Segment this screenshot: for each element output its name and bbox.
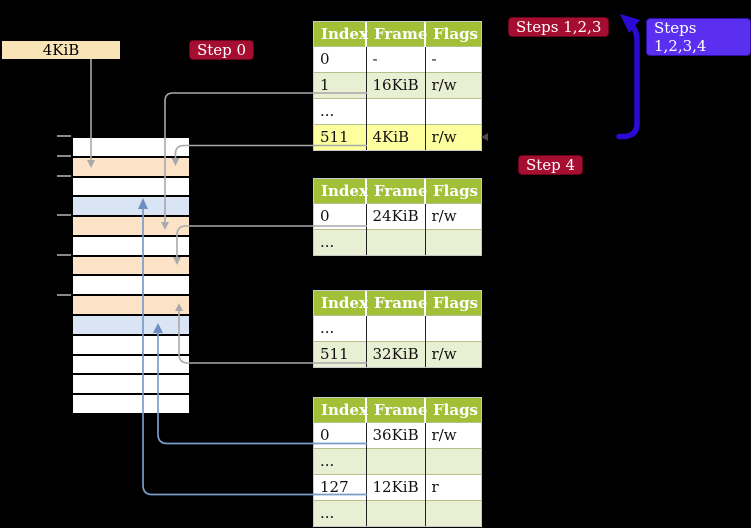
column-header-flags: Flags	[425, 398, 481, 422]
column-header-frame: Frame	[366, 398, 427, 422]
table-cell: ...	[314, 447, 367, 474]
table-cell: 4KiB	[366, 123, 426, 150]
column-header-index: Index	[314, 291, 368, 315]
column-header-index: Index	[314, 179, 368, 203]
table-cell: r/w	[425, 71, 481, 98]
table-cell: 511	[314, 123, 367, 150]
table-cell: 36KiB	[366, 421, 426, 448]
table-cell	[366, 499, 426, 526]
table-cell: 127	[314, 473, 367, 500]
table-cell: r/w	[425, 421, 481, 448]
memory-tick	[57, 135, 71, 137]
column-header-index: Index	[314, 22, 368, 46]
table-cell: -	[366, 45, 426, 72]
column-header-frame: Frame	[366, 179, 427, 203]
table-cell: r/w	[425, 340, 481, 367]
steps-1-2-3-4-label: Steps 1,2,3,4	[646, 18, 751, 56]
big-arrowhead-icon	[620, 14, 640, 33]
memory-row-5	[73, 217, 189, 237]
table-cell: r	[425, 473, 481, 500]
memory-row-11	[73, 335, 189, 356]
memory-tick	[57, 214, 71, 216]
table-cell: -	[425, 45, 481, 72]
table-cell	[366, 447, 426, 474]
column-header-frame: Frame	[366, 291, 427, 315]
column-header-flags: Flags	[425, 179, 481, 203]
memory-row-2	[73, 157, 189, 178]
table-cell: ...	[314, 228, 367, 255]
memory-row-14	[73, 395, 189, 413]
table-cell	[425, 228, 481, 255]
memory-tick	[57, 294, 71, 296]
physical-memory-column	[71, 136, 191, 415]
table-cell: ...	[314, 499, 367, 526]
column-header-flags: Flags	[425, 291, 481, 315]
memory-row-10	[73, 316, 189, 336]
table-cell: r/w	[425, 202, 481, 229]
big-steps-arrow	[616, 23, 640, 140]
table-cell: 511	[314, 340, 367, 367]
table-cell: 0	[314, 421, 367, 448]
table-cell: 24KiB	[366, 202, 426, 229]
column-header-index: Index	[314, 398, 368, 422]
memory-tick	[57, 254, 71, 256]
memory-row-6	[73, 236, 189, 257]
table-row: 0--	[314, 45, 481, 72]
table-row: ...	[314, 228, 481, 255]
table-cell	[366, 228, 426, 255]
column-header-frame: Frame	[366, 22, 427, 46]
step-4-label: Step 4	[518, 155, 584, 175]
table-cell	[366, 97, 426, 124]
row511-pointer-icon	[481, 133, 488, 141]
memory-row-1	[73, 138, 189, 158]
memory-row-8	[73, 276, 189, 297]
table-cell	[425, 97, 481, 124]
frame-size-label: 4KiB	[2, 41, 120, 59]
table-cell: ...	[314, 97, 367, 124]
table-cell	[425, 499, 481, 526]
table-cell	[425, 314, 481, 341]
table-cell	[366, 314, 426, 341]
table-cell: 0	[314, 45, 367, 72]
table-cell: 12KiB	[366, 473, 426, 500]
table-row: ...	[314, 314, 481, 341]
table-cell: 0	[314, 202, 367, 229]
table-cell: ...	[314, 314, 367, 341]
table-row: ...	[314, 97, 481, 124]
memory-row-12	[73, 355, 189, 376]
table-cell: r/w	[425, 123, 481, 150]
table-cell: 1	[314, 71, 367, 98]
table-cell	[425, 447, 481, 474]
column-header-flags: Flags	[425, 22, 481, 46]
table-row: ...	[314, 499, 481, 526]
steps-1-2-3-label: Steps 1,2,3	[508, 17, 610, 37]
memory-row-3	[73, 177, 189, 198]
table-cell: 16KiB	[366, 71, 426, 98]
memory-row-9	[73, 296, 189, 317]
table-row: ...	[314, 447, 481, 474]
memory-row-13	[73, 375, 189, 396]
memory-row-4	[73, 197, 189, 218]
memory-row-7	[73, 256, 189, 277]
memory-tick	[57, 175, 71, 177]
table-cell: 32KiB	[366, 340, 426, 367]
step-0-label: Step 0	[189, 40, 255, 60]
memory-tick	[57, 155, 71, 157]
